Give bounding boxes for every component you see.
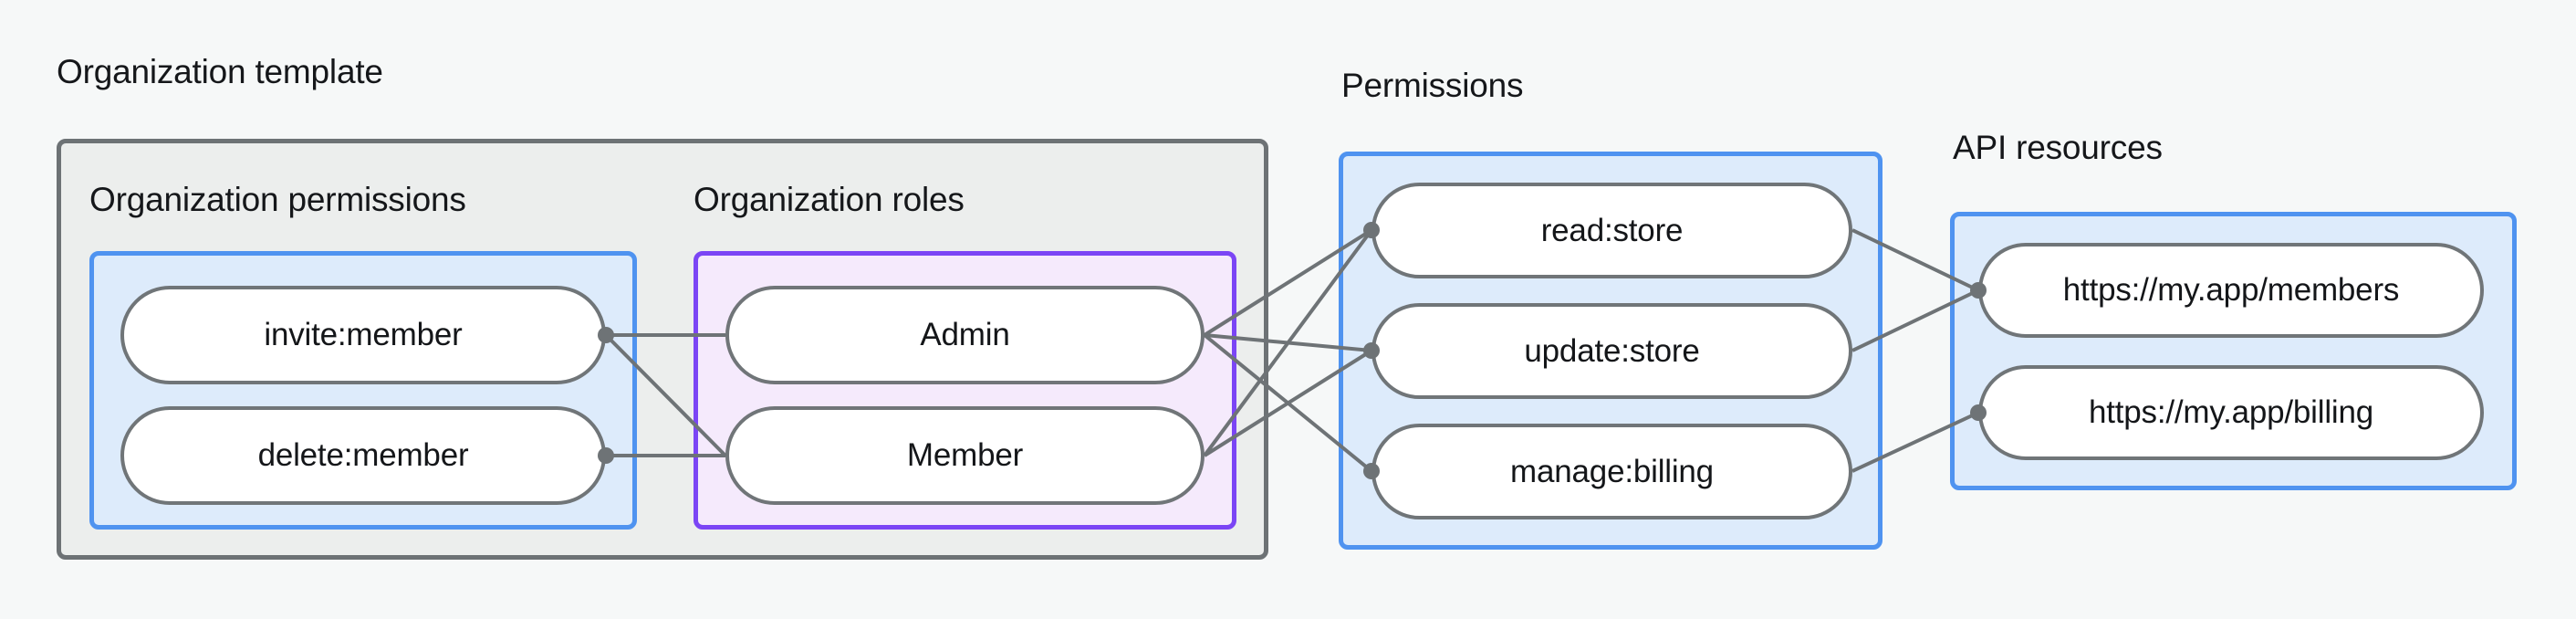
port-members-url[interactable] (1970, 282, 1987, 299)
node-label-invite-member: invite:member (264, 317, 463, 352)
node-update-store[interactable]: update:store (1371, 303, 1852, 399)
group-title-organization-permissions: Organization permissions (89, 181, 466, 218)
node-label-admin: Admin (920, 317, 1010, 352)
node-label-manage-billing: manage:billing (1510, 453, 1714, 489)
port-invite-member[interactable] (598, 327, 614, 343)
group-title-organization-template: Organization template (57, 53, 383, 90)
node-delete-member[interactable]: delete:member (120, 406, 606, 505)
port-read-store[interactable] (1363, 222, 1380, 238)
node-manage-billing[interactable]: manage:billing (1371, 424, 1852, 519)
node-label-update-store: update:store (1524, 332, 1700, 369)
node-members-url[interactable]: https://my.app/members (1978, 243, 2484, 338)
node-billing-url[interactable]: https://my.app/billing (1978, 365, 2484, 460)
group-title-permissions: Permissions (1341, 67, 1524, 104)
node-label-members-url: https://my.app/members (2062, 272, 2400, 308)
node-label-billing-url: https://my.app/billing (2088, 394, 2374, 430)
node-admin[interactable]: Admin (725, 286, 1205, 384)
node-label-member: Member (906, 437, 1024, 473)
port-billing-url[interactable] (1970, 404, 1987, 421)
node-member[interactable]: Member (725, 406, 1205, 505)
node-invite-member[interactable]: invite:member (120, 286, 606, 384)
port-delete-member[interactable] (598, 447, 614, 464)
port-update-store[interactable] (1363, 342, 1380, 359)
node-read-store[interactable]: read:store (1371, 183, 1852, 278)
port-manage-billing[interactable] (1363, 463, 1380, 479)
group-title-api-resources: API resources (1953, 129, 2163, 166)
node-label-delete-member: delete:member (257, 437, 469, 473)
group-title-organization-roles: Organization roles (694, 181, 965, 218)
node-label-read-store: read:store (1540, 212, 1684, 248)
